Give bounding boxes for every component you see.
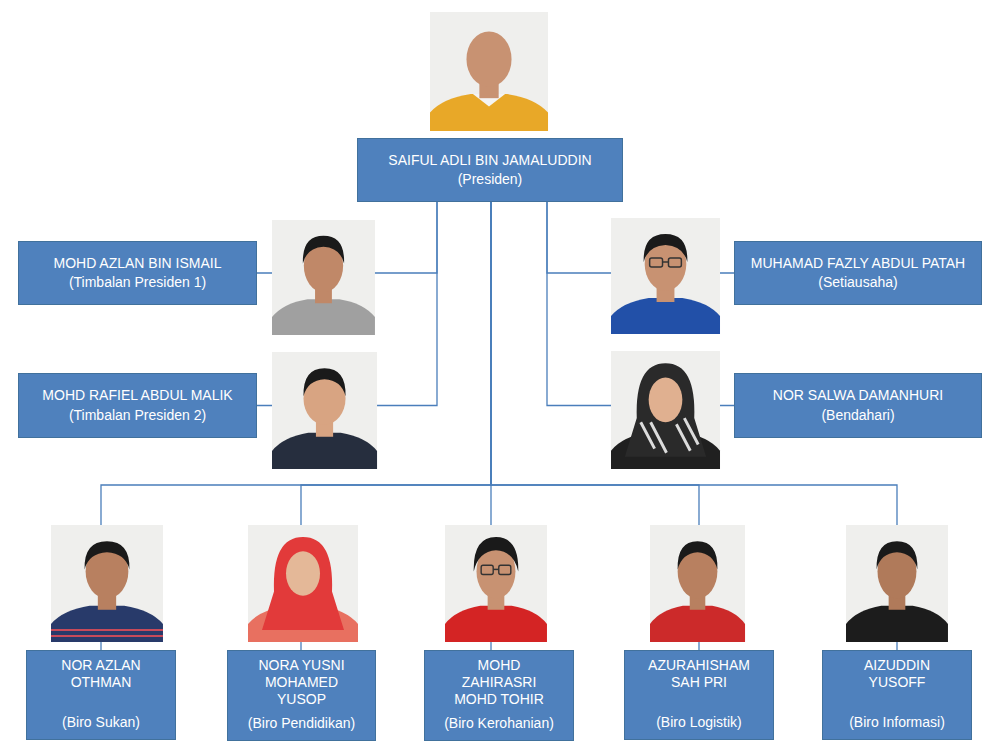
member-role: (Setiausaha) <box>745 274 971 291</box>
officer-box: NOR SALWA DAMANHURI (Bendahari) <box>734 373 982 438</box>
portrait <box>430 12 548 131</box>
member-role: (Biro Logistik) <box>641 714 757 731</box>
bureau-box: AIZUDDIN YUSOFF (Biro Informasi) <box>822 650 972 740</box>
portrait <box>51 525 163 642</box>
member-name: NOR SALWA DAMANHURI <box>745 387 971 404</box>
member-name: AZURAHISHAM SAH PRI <box>641 657 757 691</box>
member-role: (Biro Kerohanian) <box>441 715 557 732</box>
member-role: (Biro Pendidikan) <box>244 715 359 732</box>
member-role: (Biro Sukan) <box>43 714 159 731</box>
portrait <box>445 525 547 642</box>
member-role: (Biro Informasi) <box>839 714 955 731</box>
member-role: (Presiden) <box>368 171 612 188</box>
member-name: MOHD ZAHIRASRI MOHD TOHIR <box>441 657 557 708</box>
officer-box: MOHD RAFIEL ABDUL MALIK (Timbalan Preside… <box>18 373 257 438</box>
member-name: SAIFUL ADLI BIN JAMALUDDIN <box>368 152 612 169</box>
officer-box: MUHAMAD FAZLY ABDUL PATAH (Setiausaha) <box>734 241 982 305</box>
member-name: AIZUDDIN YUSOFF <box>839 657 955 691</box>
president-box: SAIFUL ADLI BIN JAMALUDDIN (Presiden) <box>357 138 623 202</box>
portrait <box>611 218 720 334</box>
officer-box: MOHD AZLAN BIN ISMAIL (Timbalan Presiden … <box>18 241 257 305</box>
portrait <box>846 525 948 642</box>
portrait <box>272 220 375 335</box>
portrait <box>248 525 358 642</box>
bureau-box: NORA YUSNI MOHAMED YUSOP (Biro Pendidikan… <box>227 650 376 741</box>
bureau-box: MOHD ZAHIRASRI MOHD TOHIR (Biro Kerohania… <box>424 650 574 741</box>
member-role: (Timbalan Presiden 1) <box>29 274 246 291</box>
portrait <box>272 352 377 469</box>
member-name: NOR AZLAN OTHMAN <box>43 657 159 691</box>
bureau-box: NOR AZLAN OTHMAN (Biro Sukan) <box>26 650 176 740</box>
member-name: NORA YUSNI MOHAMED YUSOP <box>244 657 359 708</box>
member-role: (Bendahari) <box>745 407 971 424</box>
member-name: MOHD RAFIEL ABDUL MALIK <box>29 387 246 404</box>
member-name: MUHAMAD FAZLY ABDUL PATAH <box>745 255 971 272</box>
member-role: (Timbalan Presiden 2) <box>29 407 246 424</box>
member-name: MOHD AZLAN BIN ISMAIL <box>29 255 246 272</box>
portrait <box>611 351 720 469</box>
portrait <box>650 525 745 642</box>
bureau-box: AZURAHISHAM SAH PRI (Biro Logistik) <box>624 650 774 740</box>
